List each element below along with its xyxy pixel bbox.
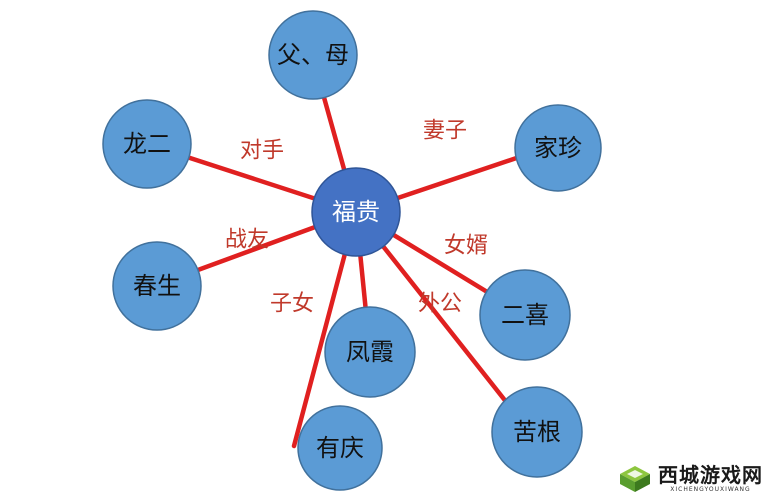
node-label-longer: 龙二 xyxy=(123,130,171,158)
cube-logo-icon xyxy=(620,466,650,492)
relation-label-son-in-law: 女婿 xyxy=(444,234,488,259)
node-parents: 父、母 xyxy=(268,10,358,100)
relation-label-wife: 妻子 xyxy=(423,119,467,144)
node-label-youqing: 有庆 xyxy=(316,434,364,462)
node-label-fengxia: 凤霞 xyxy=(346,338,394,366)
watermark-title: 西城游戏网 xyxy=(658,463,763,487)
site-watermark: 西城游戏网 XICHENGYOUXIWANG xyxy=(618,464,763,494)
node-label-chunsheng: 春生 xyxy=(133,272,181,300)
node-kugen: 苦根 xyxy=(491,386,583,478)
watermark-text: 西城游戏网 XICHENGYOUXIWANG xyxy=(658,465,763,493)
node-label-erxi: 二喜 xyxy=(501,301,549,329)
node-jiazhen: 家珍 xyxy=(514,104,602,192)
node-chunsheng: 春生 xyxy=(112,241,202,331)
node-label-fugui: 福贵 xyxy=(332,198,380,226)
node-longer: 龙二 xyxy=(102,99,192,189)
relation-label-grandfather: 外公 xyxy=(418,292,462,317)
node-label-kugen: 苦根 xyxy=(513,418,561,446)
relation-label-children: 子女 xyxy=(270,292,314,317)
node-center-fugui: 福贵 xyxy=(311,167,401,257)
relation-label-comrade: 战友 xyxy=(225,228,269,253)
relation-label-rival: 对手 xyxy=(240,139,284,164)
node-label-parents: 父、母 xyxy=(277,41,349,69)
node-erxi: 二喜 xyxy=(479,269,571,361)
node-label-jiazhen: 家珍 xyxy=(534,134,582,162)
node-fengxia: 凤霞 xyxy=(324,306,416,398)
node-youqing: 有庆 xyxy=(297,405,383,491)
edge-kugen xyxy=(353,209,533,435)
watermark-subtitle: XICHENGYOUXIWANG xyxy=(670,486,751,493)
